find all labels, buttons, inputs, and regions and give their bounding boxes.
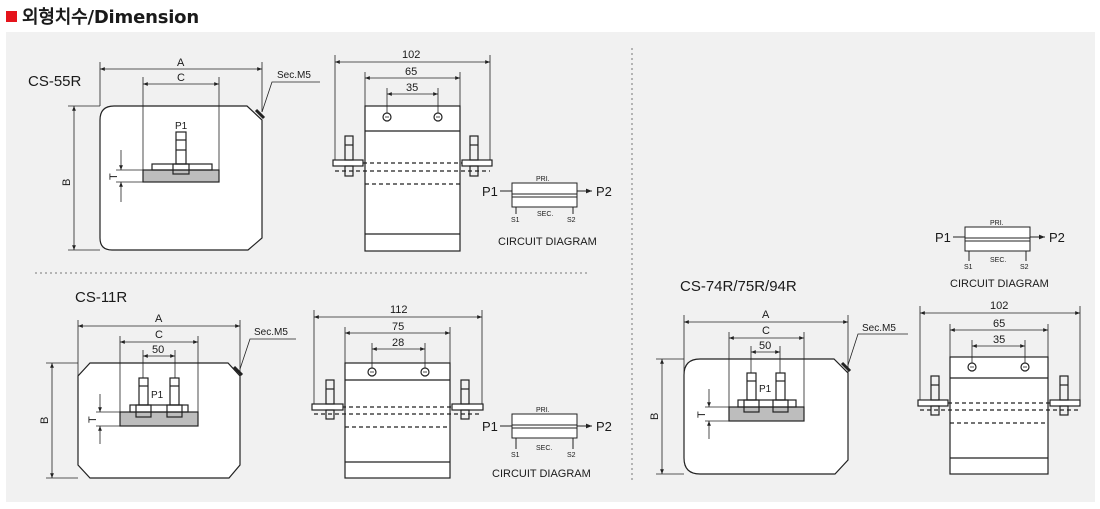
section-heading: 외형치수/Dimension — [6, 3, 199, 29]
dim-overall: 102 — [402, 49, 420, 61]
dim-a-label: A — [177, 57, 185, 69]
front-view — [656, 315, 908, 475]
dim-c-label: C — [177, 72, 185, 84]
dim-b-label: B — [61, 179, 73, 186]
circuit-out: P2 — [1049, 230, 1065, 245]
dim-inner: 28 — [392, 337, 404, 349]
sec-label: Sec.M5 — [254, 327, 288, 338]
circuit-out: P2 — [596, 184, 612, 199]
model-label: CS-74R/75R/94R — [680, 278, 797, 295]
dim-50-label: 50 — [152, 344, 164, 356]
circuit-sec: SEC. — [537, 211, 553, 218]
circuit-s1: S1 — [964, 264, 973, 271]
dim-inner: 35 — [406, 82, 418, 94]
front-view — [68, 62, 320, 251]
red-square-icon — [6, 10, 17, 22]
dim-t-label: T — [108, 173, 120, 180]
circuit-pri: PRI. — [536, 407, 550, 414]
dim-t-label: T — [696, 411, 708, 418]
side-view — [332, 55, 493, 252]
circuit-sec: SEC. — [990, 257, 1006, 264]
sec-label: Sec.M5 — [862, 323, 896, 334]
dim-c-label: C — [155, 329, 163, 341]
dim-50-label: 50 — [759, 340, 771, 352]
side-view — [311, 310, 484, 479]
unit-cs-74r-75r-94r: CS-74R/75R/94R — [649, 220, 1081, 475]
circuit-caption: CIRCUIT DIAGRAM — [950, 278, 1049, 290]
circuit-diagram — [500, 182, 592, 214]
circuit-s2: S2 — [1020, 264, 1029, 271]
dim-a-label: A — [155, 313, 163, 325]
terminal-label: P1 — [151, 390, 164, 401]
unit-cs-11r: CS-11R — [39, 289, 612, 480]
terminal-label: P1 — [175, 121, 188, 132]
circuit-pri: PRI. — [990, 220, 1004, 227]
circuit-sec: SEC. — [536, 445, 552, 452]
dim-mid: 65 — [993, 318, 1005, 330]
side-view — [917, 306, 1081, 475]
dim-c-label: C — [762, 325, 770, 337]
dim-b-label: B — [649, 413, 661, 420]
sec-label: Sec.M5 — [277, 70, 311, 81]
circuit-diagram — [500, 413, 592, 449]
unit-cs-55r: CS-55R — [28, 49, 612, 252]
model-label: CS-55R — [28, 73, 82, 90]
dim-mid: 75 — [392, 321, 404, 333]
circuit-s1: S1 — [511, 452, 520, 459]
circuit-out: P2 — [596, 419, 612, 434]
circuit-caption: CIRCUIT DIAGRAM — [492, 468, 591, 480]
circuit-s2: S2 — [567, 452, 576, 459]
dim-a-label: A — [762, 309, 770, 321]
circuit-s1: S1 — [511, 217, 520, 224]
dim-overall: 102 — [990, 300, 1008, 312]
circuit-in: P1 — [482, 184, 498, 199]
model-label: CS-11R — [75, 289, 127, 306]
front-view — [46, 320, 296, 479]
dim-inner: 35 — [993, 334, 1005, 346]
circuit-diagram — [953, 226, 1045, 261]
terminal-label: P1 — [759, 384, 772, 395]
circuit-caption: CIRCUIT DIAGRAM — [498, 236, 597, 248]
dim-t-label: T — [87, 416, 99, 423]
circuit-in: P1 — [482, 419, 498, 434]
dim-overall: 112 — [390, 304, 408, 316]
circuit-pri: PRI. — [536, 176, 550, 183]
dim-mid: 65 — [405, 66, 417, 78]
circuit-s2: S2 — [567, 217, 576, 224]
dim-b-label: B — [39, 417, 51, 424]
circuit-in: P1 — [935, 230, 951, 245]
section-title: 외형치수/Dimension — [22, 7, 199, 28]
